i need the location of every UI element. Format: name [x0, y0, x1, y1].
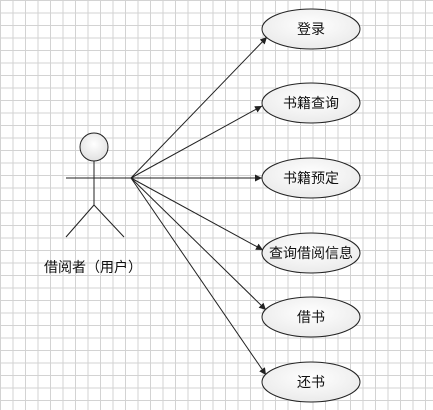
- actor-left-leg: [65, 204, 95, 238]
- association-line-query: [130, 177, 264, 251]
- association-line-return: [130, 177, 267, 376]
- use-case-label: 登录: [297, 22, 325, 38]
- actor-label: 借阅者（用户）: [44, 259, 142, 276]
- use-case-ellipse: [261, 157, 361, 199]
- use-case-ellipse: [261, 82, 361, 124]
- association-lines: [130, 36, 268, 376]
- association-line-login: [130, 36, 268, 179]
- use-case-label: 书籍预定: [283, 170, 339, 187]
- use-case-query-borrow-info[interactable]: 查询借阅信息: [261, 232, 361, 274]
- use-case-book-reserve[interactable]: 书籍预定: [261, 157, 361, 199]
- use-case-return-book[interactable]: 还书: [261, 361, 361, 403]
- use-case-ellipse: [261, 296, 361, 338]
- association-line-search: [130, 105, 263, 179]
- actor-right-leg: [93, 204, 125, 238]
- use-case-label: 还书: [297, 375, 325, 391]
- use-case-label: 查询借阅信息: [269, 245, 353, 262]
- use-case-label: 借书: [297, 310, 325, 326]
- use-case-login[interactable]: 登录: [261, 8, 361, 50]
- use-case-label: 书籍查询: [283, 95, 339, 112]
- use-case-ellipse: [261, 8, 361, 50]
- association-line-borrow: [130, 177, 267, 311]
- use-case-borrow-book[interactable]: 借书: [261, 296, 361, 338]
- use-case-book-search[interactable]: 书籍查询: [261, 82, 361, 124]
- actor-head: [79, 132, 109, 162]
- use-case-ellipse: [261, 232, 361, 274]
- actor-figure: [65, 132, 131, 238]
- use-case-ellipse: [261, 361, 361, 403]
